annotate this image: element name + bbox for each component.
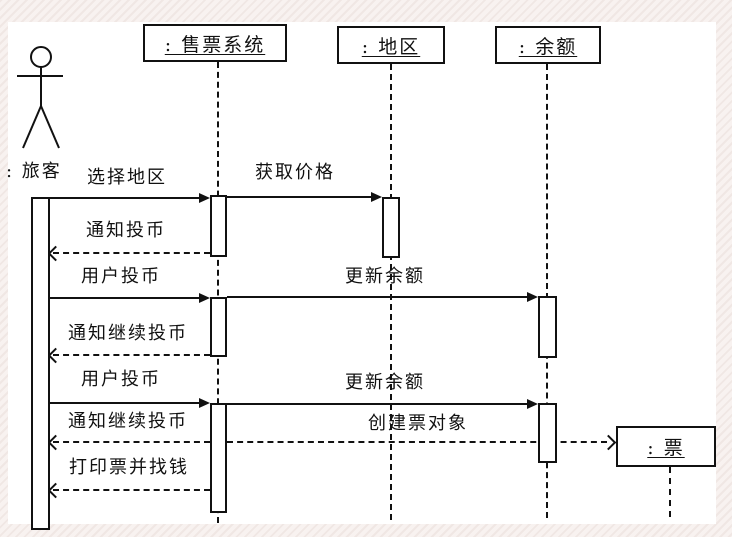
message-label-notify-continue-1: 通知继续投币 [68, 323, 188, 344]
message-line-notify-insert-coin [53, 252, 210, 254]
message-label-update-balance-1: 更新余额 [345, 266, 425, 287]
message-line-update-balance-1 [227, 296, 528, 298]
activation-ticket-system-2 [210, 297, 227, 357]
lifeline-balance [546, 64, 548, 518]
message-line-create-ticket [227, 441, 607, 443]
diagram-canvas [8, 22, 716, 524]
message-label-create-ticket: 创建票对象 [368, 413, 468, 434]
message-label-notify-continue-2: 通知继续投币 [68, 411, 188, 432]
message-line-update-balance-2 [227, 403, 528, 405]
message-label-update-balance-2: 更新余额 [345, 372, 425, 393]
arrowhead-user-insert-coin-1 [199, 293, 210, 303]
activation-ticket-system-1 [210, 195, 227, 257]
object-box-ticket-system: : 售票系统 [143, 24, 287, 62]
activation-balance-1 [538, 296, 557, 358]
message-label-notify-insert-coin: 通知投币 [86, 220, 166, 241]
message-label-user-insert-coin-2: 用户投币 [81, 369, 161, 390]
arrowhead-user-insert-coin-2 [199, 398, 210, 408]
activation-ticket-system-3 [210, 403, 227, 513]
message-line-print-ticket-change [53, 489, 210, 491]
arrowhead-update-balance-2 [527, 399, 538, 409]
arrowhead-update-balance-1 [527, 292, 538, 302]
message-line-select-region [49, 197, 200, 199]
message-label-print-ticket-change: 打印票并找钱 [69, 457, 189, 478]
message-line-notify-continue-2 [53, 441, 210, 443]
lifeline-ticket [669, 467, 671, 517]
object-label-balance: : 余额 [518, 35, 578, 58]
lifeline-ticket-system [217, 62, 219, 523]
actor-label: : 旅客 [6, 161, 62, 182]
message-line-user-insert-coin-1 [49, 297, 200, 299]
message-line-notify-continue-1 [53, 354, 210, 356]
object-box-region: : 地区 [337, 26, 445, 64]
actor-figure [17, 46, 63, 149]
message-label-select-region: 选择地区 [87, 167, 167, 188]
activation-actor [31, 197, 50, 530]
object-label-ticket: : 票 [647, 437, 685, 459]
arrowhead-select-region [199, 193, 210, 203]
message-line-get-price [227, 196, 372, 198]
activation-balance-2 [538, 403, 557, 463]
object-label-region: : 地区 [361, 35, 421, 58]
activation-region [382, 197, 400, 258]
message-label-get-price: 获取价格 [255, 162, 335, 183]
object-label-ticket-system: : 售票系统 [164, 33, 266, 56]
message-line-user-insert-coin-2 [49, 402, 200, 404]
arrowhead-get-price [371, 192, 382, 202]
object-box-balance: : 余额 [495, 26, 601, 64]
object-box-ticket: : 票 [616, 426, 716, 467]
message-label-user-insert-coin-1: 用户投币 [81, 266, 161, 287]
lifeline-region [390, 64, 392, 520]
